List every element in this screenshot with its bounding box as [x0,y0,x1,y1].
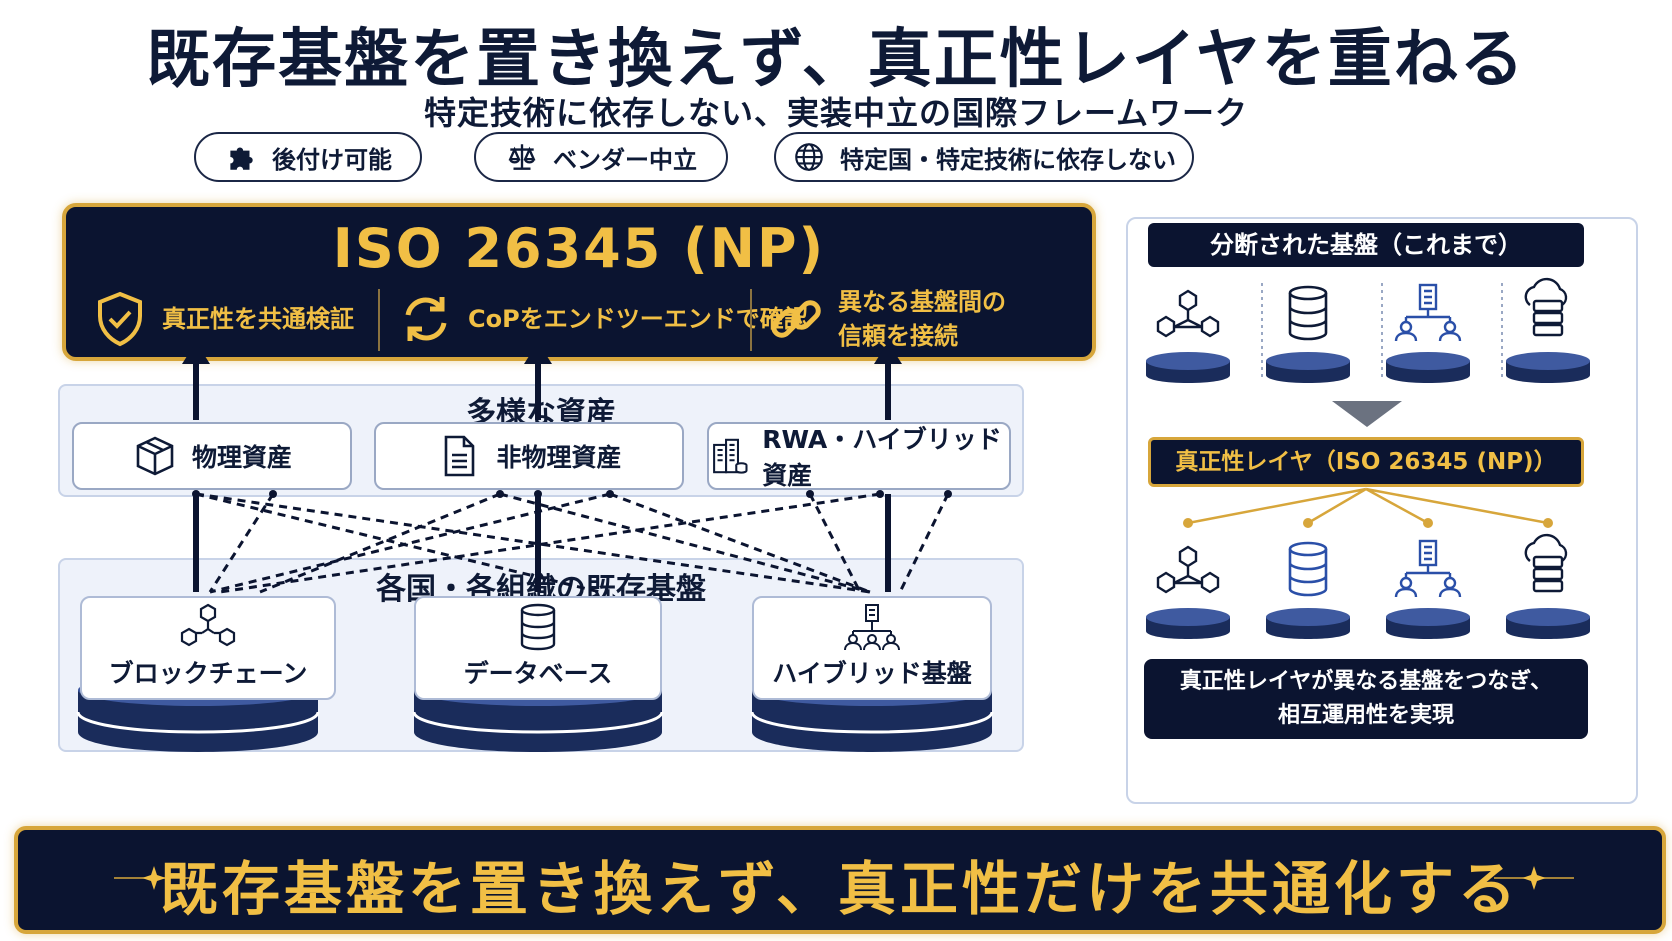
base-label: ハイブリッド基盤 [772,659,972,688]
database-icon [1266,285,1350,383]
base-label: ブロックチェーン [108,659,308,688]
connected-icons [1146,487,1590,639]
asset-physical: 物理資産 [72,422,352,490]
iso-feature-connect: 異なる基盤間の 信頼を接続 [766,281,1006,357]
iso-feature-text: 異なる基盤間の 信頼を接続 [838,285,1006,353]
iso-title: ISO 26345 (NP) [332,217,826,280]
document-icon [445,435,475,477]
arrow-heads [182,342,902,364]
cloud-server-icon [1506,533,1590,639]
pill-retrofit: 後付け可能 [194,132,422,182]
sync-arrows-icon [405,297,447,341]
gold-connectors [1187,487,1549,525]
org-network-icon [1386,539,1470,639]
cloud-server-icon [1506,277,1590,383]
comparison-panel: 分断された基盤（これまで） 真正性レイヤ（ISO 26345 (NP)） [1126,217,1638,804]
pill-vendor-neutral: ベンダー中立 [474,132,728,182]
divider [750,289,752,351]
org-network-icon [1386,283,1470,383]
fragmented-header: 分断された基盤（これまで） [1148,223,1584,267]
pill-label: ベンダー中立 [553,145,697,174]
base-hybrid: ハイブリッド基盤 [752,596,992,700]
asset-non-physical: 非物理資産 [374,422,684,490]
database-icon [520,603,556,651]
bottom-banner: 既存基盤を置き換えず、真正性だけを共通化する [14,826,1666,934]
base-blockchain: ブロックチェーン [80,596,336,700]
building-icon [713,438,748,474]
up-arrows [193,362,891,592]
down-triangle-icon [1332,401,1402,427]
iso-standard-box: ISO 26345 (NP) 真正性を共通検証 CoPをエンドツーエンドで確認 … [62,203,1096,361]
base-label: データベース [463,659,613,688]
divider [378,289,380,351]
blockchain-icon [180,603,236,647]
authenticity-layer-header: 真正性レイヤ（ISO 26345 (NP)） [1148,437,1584,487]
fragmented-icons [1146,277,1590,383]
blockchain-icon [1146,289,1230,383]
page-title: 既存基盤を置き換えず、真正性レイヤを重ねる [146,23,1526,97]
shield-check-icon [98,291,142,347]
page-subtitle: 特定技術に依存しない、実装中立の国際フレームワーク [423,94,1249,132]
puzzle-icon [230,147,253,170]
asset-rwa-hybrid: RWA・ハイブリッド資産 [707,422,1011,490]
iso-feature-label-line1: 異なる基盤間の [838,288,1006,316]
iso-feature-verify: 真正性を共通検証 [90,281,354,357]
base-database: データベース [414,596,662,700]
scale-icon [508,144,536,170]
sparkle-icon [114,866,194,890]
iso-feature-label: 真正性を共通検証 [162,305,354,333]
pill-label: 後付け可能 [272,145,392,174]
banner-text: 既存基盤を置き換えず、真正性だけを共通化する [160,855,1520,923]
box-icon [136,436,174,476]
pill-label: 特定国・特定技術に依存しない [840,145,1176,174]
interoperability-caption: 真正性レイヤが異なる基盤をつなぎ、 相互運用性を実現 [1144,659,1588,739]
globe-icon [795,143,823,171]
caption-line1: 真正性レイヤが異なる基盤をつなぎ、 [1179,669,1553,694]
blockchain-icon [1146,545,1230,639]
dashed-links [195,492,950,594]
pill-tech-independent: 特定国・特定技術に依存しない [774,132,1194,182]
asset-label: 物理資産 [191,443,292,472]
sparkle-icon [1494,866,1574,890]
chain-link-icon [771,300,821,338]
asset-label: 非物理資産 [496,443,622,472]
iso-feature-label-line2: 信頼を接続 [838,322,958,350]
database-icon [1266,541,1350,639]
asset-label: RWA・ハイブリッド資産 [762,425,1002,490]
caption-line2: 相互運用性を実現 [1277,703,1454,728]
hybrid-network-icon [844,604,900,651]
